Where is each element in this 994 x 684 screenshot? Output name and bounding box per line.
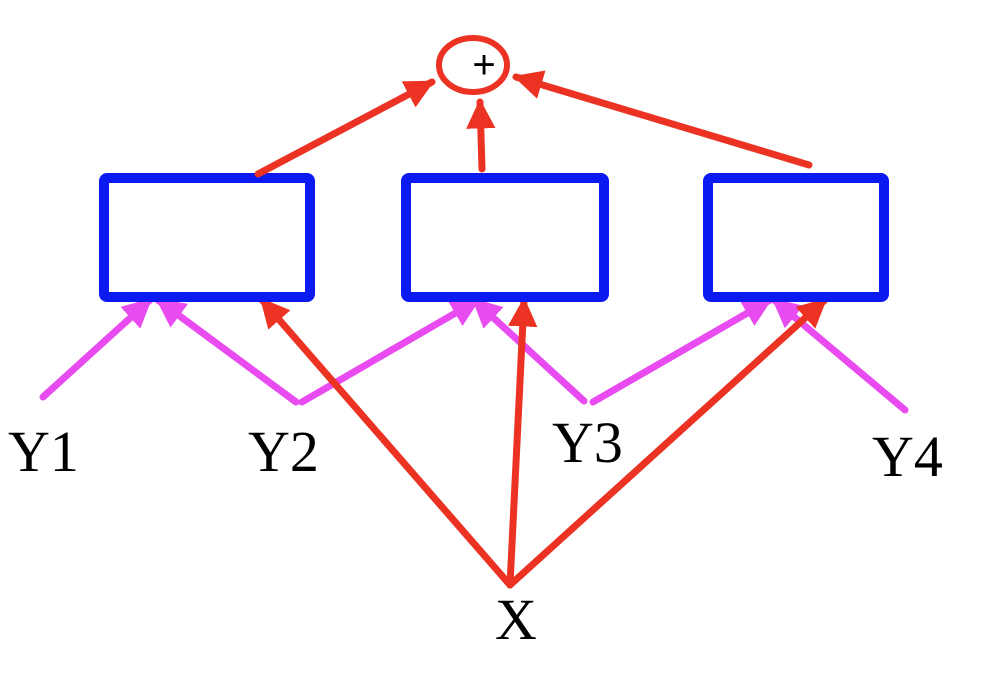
box-1: [99, 173, 315, 302]
edge-y2-box-1: [154, 296, 300, 406]
edge-y3-box-3: [589, 296, 774, 406]
input-label-y4: Y4: [872, 424, 943, 489]
box-2: [401, 173, 609, 302]
input-label-y2: Y2: [248, 419, 319, 484]
edge-y3-box-2: [470, 296, 588, 405]
edge-y1-box-1: [39, 296, 154, 401]
edge-x-box-1: [258, 296, 514, 589]
sum-node: [436, 35, 510, 95]
shared-input-label-x: X: [495, 587, 537, 652]
edge-x-box-3: [506, 296, 829, 589]
edge-box-3-sum: [512, 70, 813, 169]
edge-box-2-sum: [466, 98, 496, 173]
box-3: [703, 173, 889, 302]
edge-box-1-sum: [254, 78, 436, 178]
edge-y4-box-3: [770, 296, 909, 414]
sum-symbol: +: [472, 43, 495, 87]
input-label-y3: Y3: [552, 410, 623, 475]
input-label-y1: Y1: [8, 419, 79, 484]
edge-x-box-2: [506, 296, 538, 589]
edge-y2-box-2: [298, 296, 482, 406]
